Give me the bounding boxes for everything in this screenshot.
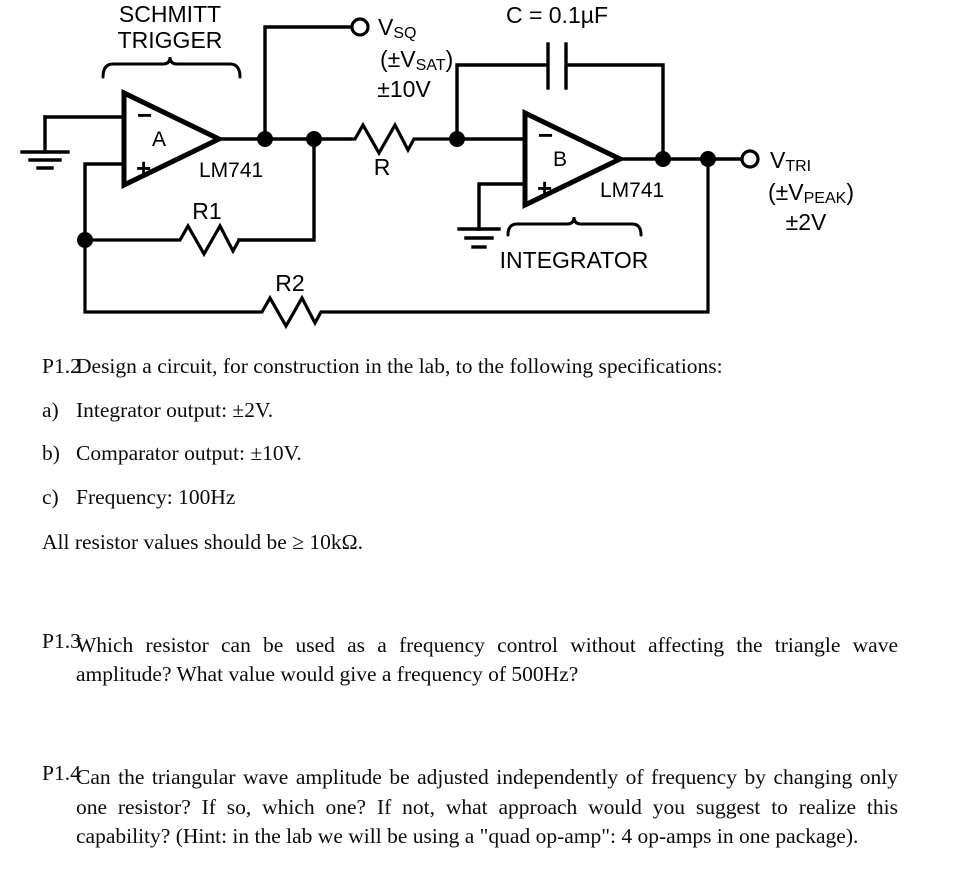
wire-opamp-a-plus-to-feedback xyxy=(83,162,126,242)
opamp-a-letter: A xyxy=(152,128,166,151)
opamp-a-body xyxy=(121,89,225,189)
problem-p1-2-text: Design a circuit, for construction in th… xyxy=(76,354,723,378)
problem-p1-4: P1.4 Can the triangular wave amplitude b… xyxy=(0,763,964,851)
problem-p1-2-a: a) Integrator output: ±2V. xyxy=(0,397,964,422)
resistor-r2-label: R2 xyxy=(275,270,304,296)
vsq-sat-label: (±VSAT) xyxy=(380,46,453,74)
vsq-label: VSQ xyxy=(378,14,416,42)
node-dot-cap-feedback xyxy=(655,151,671,167)
vtri-label: VTRI xyxy=(770,147,811,175)
problem-p1-2-a-text: Integrator output: ±2V. xyxy=(76,397,274,422)
wire-vsq-branch xyxy=(263,25,354,141)
integrator-brace xyxy=(506,216,643,237)
problem-p1-2: P1.2 Design a circuit, for construction … xyxy=(0,354,964,378)
problem-p1-4-id: P1.4 xyxy=(42,761,81,786)
opamp-a-noninverting-input-sign: + xyxy=(136,153,151,183)
resistor-r-label: R xyxy=(374,154,391,180)
problem-p1-2-c-text: Frequency: 100Hz xyxy=(76,484,236,509)
problem-p1-2-c: c) Frequency: 100Hz xyxy=(0,484,964,509)
problem-p1-2-b: b) Comparator output: ±10V. xyxy=(0,441,964,465)
capacitor-c xyxy=(546,42,568,90)
opamp-a-inverting-input-sign: − xyxy=(137,100,152,130)
integrator-label: INTEGRATOR xyxy=(500,247,649,273)
vsq-voltage-label: ±10V xyxy=(377,76,431,102)
problem-p1-3-text: Which resistor can be used as a frequenc… xyxy=(76,633,898,687)
opamp-b-letter: B xyxy=(553,148,567,171)
resistor-r1 xyxy=(85,222,241,258)
resistor-r1-label: R1 xyxy=(192,198,221,224)
opamp-b-noninverting-input-sign: + xyxy=(537,173,552,203)
problem-text-block: P1.2 Design a circuit, for construction … xyxy=(0,340,964,851)
wire-cap-left-leg xyxy=(455,63,548,141)
resistor-value-note: All resistor values should be ≥ 10kΩ. xyxy=(42,530,363,554)
ground-symbol-left xyxy=(20,115,70,170)
node-dot-vsq-branch xyxy=(257,131,273,147)
problem-p1-2-c-id: c) xyxy=(42,484,59,509)
capacitor-c-label: C = 0.1µF xyxy=(506,2,608,28)
problem-p1-2-b-id: b) xyxy=(42,441,60,465)
opamp-b-body xyxy=(522,109,626,209)
problem-p1-3: P1.3 Which resistor can be used as a fre… xyxy=(0,629,964,689)
vtri-output-terminal xyxy=(740,149,760,169)
problem-p1-2-b-text: Comparator output: ±10V. xyxy=(76,441,302,465)
schmitt-trigger-brace xyxy=(101,56,242,79)
wire-output-to-r1 xyxy=(237,137,316,242)
resistor-r xyxy=(350,121,457,157)
opamp-b-part-number: LM741 xyxy=(600,179,664,202)
schmitt-trigger-label-line2: TRIGGER xyxy=(118,27,223,53)
resistor-r2 xyxy=(83,159,710,330)
vsq-output-terminal xyxy=(350,17,370,37)
ground-symbol-right xyxy=(457,227,501,249)
problem-p1-2-a-id: a) xyxy=(42,397,59,422)
vtri-peak-label: (±VPEAK) xyxy=(768,179,854,207)
circuit-diagram: SCHMITT TRIGGER − + A LM741 VSQ xyxy=(0,0,964,340)
schmitt-trigger-label-line1: SCHMITT xyxy=(119,1,221,27)
wire-opamp-b-plus-to-ground xyxy=(477,182,527,231)
problem-p1-2-id: P1.2 xyxy=(42,354,81,378)
wire-cap-right-leg xyxy=(566,63,665,162)
opamp-b-inverting-input-sign: − xyxy=(538,120,553,150)
problem-p1-4-text: Can the triangular wave amplitude be adj… xyxy=(76,765,898,848)
problem-p1-3-id: P1.3 xyxy=(42,629,81,653)
vtri-voltage-label: ±2V xyxy=(786,209,827,235)
opamp-a-part-number: LM741 xyxy=(199,159,263,182)
